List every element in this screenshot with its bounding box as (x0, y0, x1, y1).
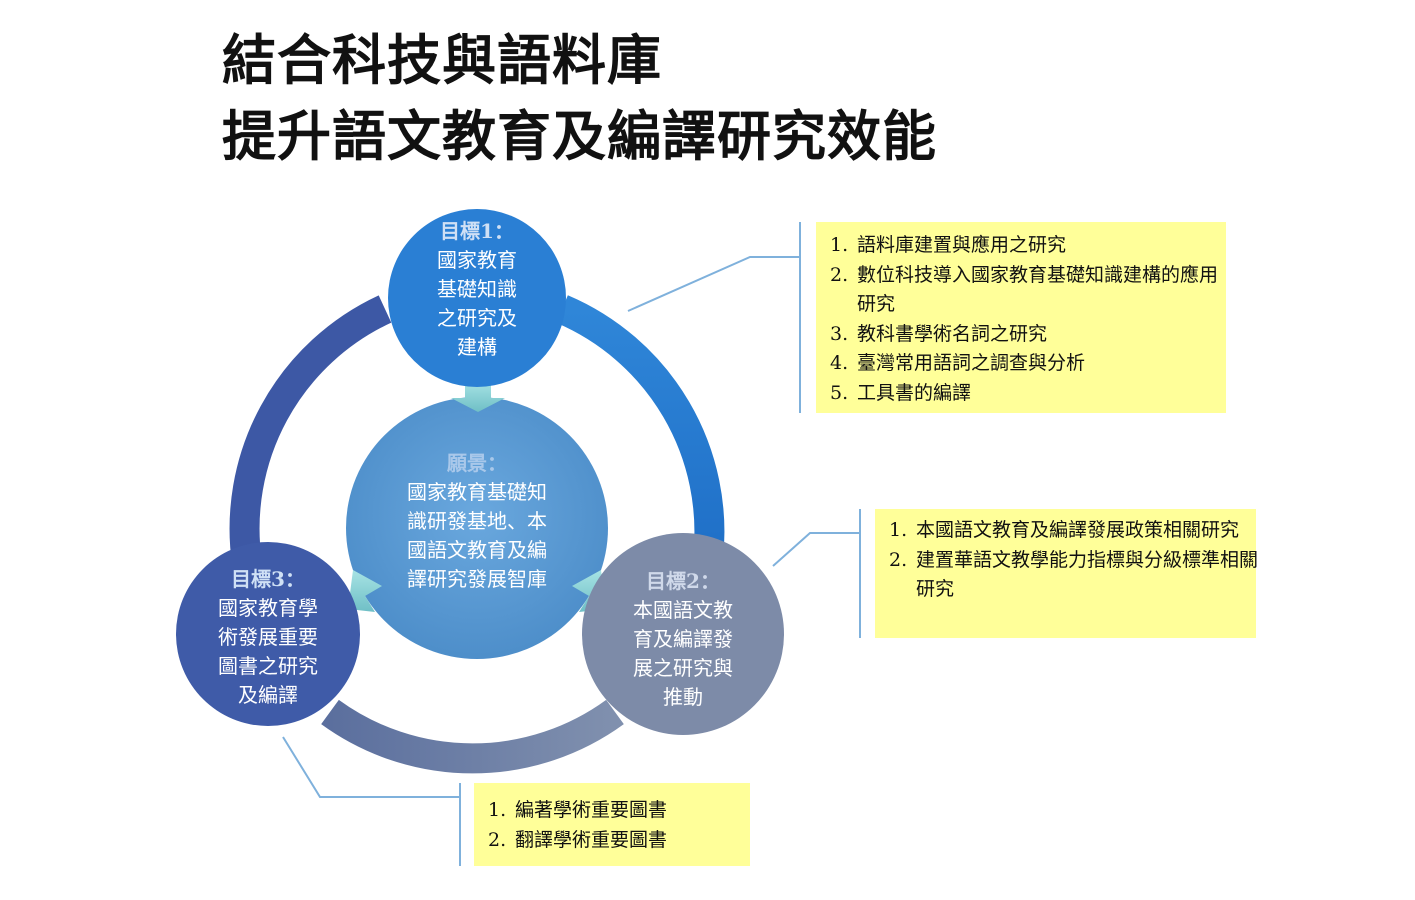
ring-arc-right (556, 295, 725, 560)
goal-3-text: 目標3： 國家教育學 術發展重要 圖書之研究 及編譯 (183, 565, 353, 710)
note-box-1: 1.語料庫建置與應用之研究 2.數位科技導入國家教育基礎知識建構的應用研究 3.… (816, 222, 1226, 413)
vision-text: 願景： 國家教育基礎知 識研發基地、本 國語文教育及編 譯研究發展智庫 (367, 449, 587, 594)
ring-arc-bottom (321, 699, 624, 774)
goal-1-line: 基礎知識 (437, 277, 517, 301)
note-3-item: 2.翻譯學術重要圖書 (488, 828, 668, 851)
vision-line: 國語文教育及編 (407, 538, 547, 562)
note-2-item: 1.本國語文教育及編譯發展政策相關研究 (889, 519, 1240, 541)
arrow-down-icon (451, 381, 505, 412)
vision-line: 譯研究發展智庫 (407, 567, 547, 591)
ring-arc-left (229, 295, 392, 566)
vision-line: 國家教育基礎知 (407, 480, 547, 504)
goal-2-text: 目標2： 本國語文教 育及編譯發 展之研究與 推動 (598, 567, 768, 712)
title-line-1: 結合科技與語料庫 (222, 29, 662, 92)
goal-3-line: 圖書之研究 (218, 654, 318, 678)
connector-line-3 (282, 736, 460, 798)
note-2-item: 2.建置華語文教學能力指標與分級標準相關研究 (889, 548, 1259, 601)
connector-line-1 (627, 256, 800, 312)
title-line-2: 提升語文教育及編譯研究效能 (222, 105, 937, 168)
goal-1-line: 建構 (457, 335, 497, 359)
goal-1-line: 國家教育 (437, 248, 517, 272)
goal-1-text: 目標1： 國家教育 基礎知識 之研究及 建構 (397, 217, 557, 362)
arrow-right-icon (348, 570, 382, 612)
vision-line: 識研發基地、本 (407, 509, 547, 533)
goal-2-line: 本國語文教 (633, 598, 733, 622)
note-1-item: 1.語料庫建置與應用之研究 (830, 234, 1067, 256)
goal-3-heading: 目標3： (231, 567, 305, 591)
goal-3-circle (176, 542, 360, 726)
note-box-3: 1.編著學術重要圖書 2.翻譯學術重要圖書 (474, 783, 750, 866)
goal-3-line: 術發展重要 (218, 625, 318, 649)
goal-2-heading: 目標2： (646, 569, 720, 593)
note-1-item: 3.教科書學術名詞之研究 (830, 322, 1048, 345)
goal-2-line: 展之研究與 (633, 656, 733, 680)
goal-2-circle (582, 533, 784, 735)
connector-line-2 (772, 532, 860, 567)
goal-1-line: 之研究及 (437, 306, 517, 330)
note-1-item: 5.工具書的編譯 (830, 381, 972, 404)
note-1-item: 4.臺灣常用語詞之調查與分析 (830, 352, 1086, 374)
note-box-2: 1.本國語文教育及編譯發展政策相關研究 2.建置華語文教學能力指標與分級標準相關… (875, 509, 1258, 638)
goal-2-line: 推動 (663, 685, 703, 709)
note-1-item: 2.數位科技導入國家教育基礎知識建構的應用研究 (830, 263, 1219, 316)
goal-1-circle (388, 209, 566, 387)
goal-3-line: 國家教育學 (218, 596, 318, 620)
goal-2-line: 育及編譯發 (633, 627, 733, 651)
goal-3-line: 及編譯 (238, 683, 298, 707)
vision-heading: 願景： (447, 451, 507, 475)
goal-1-heading: 目標1： (440, 219, 514, 243)
note-3-item: 1.編著學術重要圖書 (488, 799, 668, 821)
vision-circle (346, 397, 608, 659)
